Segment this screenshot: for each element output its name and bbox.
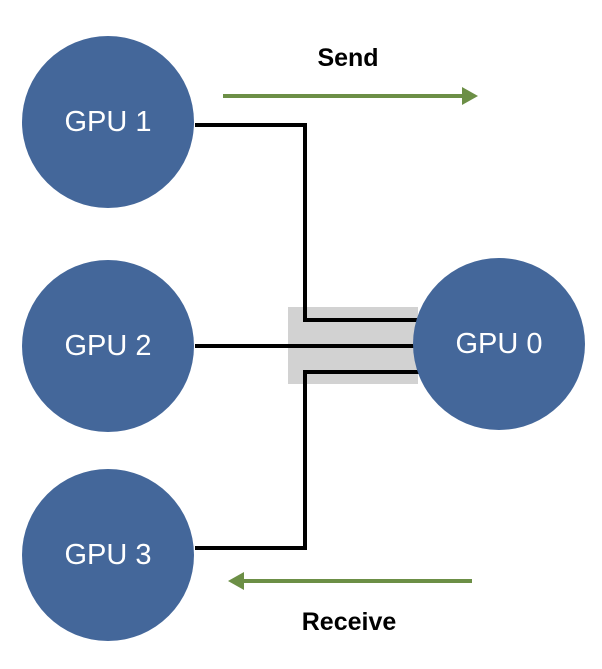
send-arrow [223, 94, 463, 98]
gpu3-gpu0-link-segment [303, 370, 307, 550]
node-gpu1-label: GPU 1 [64, 105, 152, 138]
node-gpu0-label: GPU 0 [455, 327, 543, 360]
gpu1-gpu0-link-segment [303, 318, 420, 322]
send-arrowhead-icon [462, 87, 478, 105]
gpu1-gpu0-link-segment [303, 123, 307, 322]
node-gpu1: GPU 1 [22, 36, 194, 208]
node-gpu0: GPU 0 [413, 258, 585, 430]
node-gpu2-label: GPU 2 [64, 329, 152, 362]
receive-arrow [242, 579, 472, 583]
gpu3-gpu0-link-segment [195, 546, 307, 550]
receive-label: Receive [301, 608, 397, 636]
node-gpu3-label: GPU 3 [64, 538, 152, 571]
node-gpu3: GPU 3 [22, 469, 194, 641]
gpu2-gpu0-link [195, 344, 420, 348]
gpu1-gpu0-link-segment [195, 123, 307, 127]
send-label: Send [317, 44, 379, 72]
receive-arrowhead-icon [228, 572, 244, 590]
gpu3-gpu0-link-segment [303, 370, 420, 374]
node-gpu2: GPU 2 [22, 260, 194, 432]
